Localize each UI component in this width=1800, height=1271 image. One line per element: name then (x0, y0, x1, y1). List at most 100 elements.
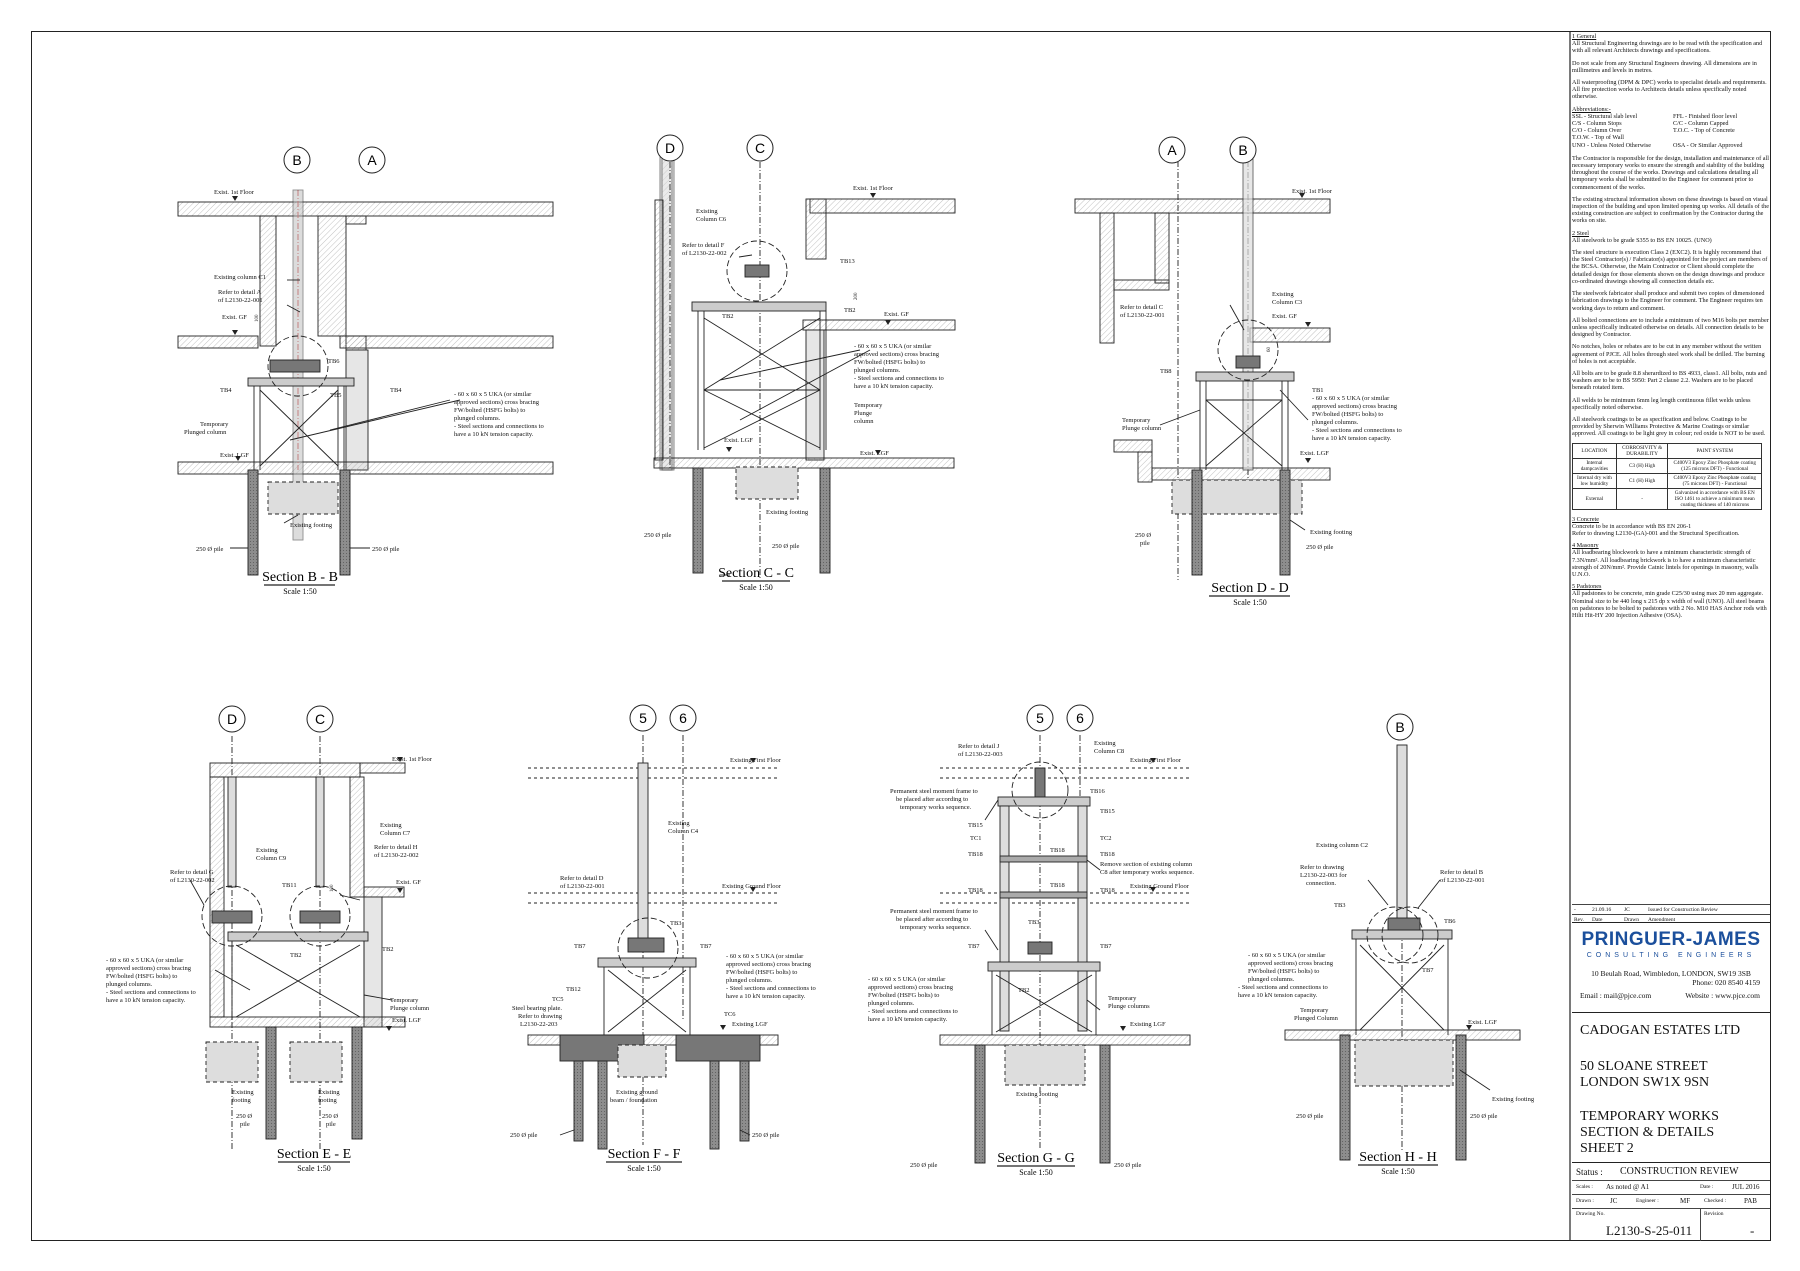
section-title-b: Section B - B (262, 570, 338, 585)
bracing-note-e: - 60 x 60 x 5 UKA (or similar approved s… (106, 957, 196, 1004)
note-text: All steelwork coatings to be as specific… (1572, 415, 1766, 438)
grid-bubble-5-2: 5 (1026, 704, 1054, 732)
svg-text:Exist. 1st Floor: Exist. 1st Floor (1292, 188, 1333, 195)
svg-text:TB2: TB2 (290, 952, 302, 959)
svg-text:Existing First Floor: Existing First Floor (1130, 757, 1182, 764)
svg-text:footing: footing (318, 1097, 338, 1104)
svg-text:TB18: TB18 (968, 887, 983, 894)
svg-text:Refer to detail B: Refer to detail B (1440, 869, 1484, 876)
title-block-status: Status : CONSTRUCTION REVIEW Scales : As… (1572, 1162, 1770, 1241)
svg-text:TB12: TB12 (566, 986, 581, 993)
svg-text:TC5: TC5 (552, 996, 564, 1003)
svg-text:5: 5 (1036, 710, 1044, 726)
svg-text:60: 60 (1267, 347, 1272, 353)
svg-text:Existing column C2: Existing column C2 (1316, 842, 1368, 849)
svg-text:TB6: TB6 (328, 358, 340, 365)
svg-text:250 Ø pile: 250 Ø pile (1306, 544, 1334, 551)
svg-text:Column C4: Column C4 (668, 828, 699, 835)
svg-text:TB5: TB5 (330, 392, 342, 399)
svg-text:C: C (755, 140, 765, 156)
svg-text:beam / foundation: beam / foundation (610, 1097, 658, 1104)
svg-text:Existing Ground Floor: Existing Ground Floor (1130, 883, 1190, 890)
svg-text:250 Ø: 250 Ø (1135, 532, 1151, 539)
section-g-g (939, 735, 1191, 1167)
svg-text:5: 5 (639, 710, 647, 726)
note-text: All welds to be minimum 6mm leg length c… (1572, 396, 1751, 411)
bracing-note-h: - 60 x 60 x 5 UKA (or similar approved s… (1238, 952, 1334, 999)
client-name: CADOGAN ESTATES LTD (1580, 1023, 1741, 1038)
svg-text:Refer to detail F: Refer to detail F (682, 242, 725, 249)
svg-text:- 60 x 60 x 5 UKA (or similar: - 60 x 60 x 5 UKA (or similar (726, 953, 804, 960)
svg-text:of L2130-22-002: of L2130-22-002 (374, 852, 419, 859)
svg-text:- Steel sections and connectio: - Steel sections and connections to (854, 375, 944, 382)
svg-text:- 60 x 60 x 5 UKA (or similar: - 60 x 60 x 5 UKA (or similar (1312, 395, 1390, 402)
svg-text:B: B (292, 152, 301, 168)
svg-text:Exist. GF: Exist. GF (222, 314, 247, 321)
svg-text:Existing footing: Existing footing (290, 522, 333, 529)
annotations: Exist. 1st Floor Existing column C1 Refe… (106, 185, 1535, 1169)
scales-value: As noted @ A1 (1606, 1183, 1650, 1191)
perm-frame-note-2: Permanent steel moment frame to be place… (890, 908, 978, 931)
section-f-f (527, 735, 780, 1163)
company-phone: Phone: 020 8540 4159 (1692, 978, 1760, 987)
note-text: All loadbearing blockwork to have a mini… (1572, 549, 1759, 578)
svg-text:Exist. LGF: Exist. LGF (1468, 1019, 1497, 1026)
svg-text:of L2130-22-001: of L2130-22-001 (218, 297, 263, 304)
svg-text:approved sections) cross braci: approved sections) cross bracing (454, 399, 540, 406)
svg-text:TB18: TB18 (1100, 887, 1115, 894)
svg-text:Existing: Existing (232, 1089, 254, 1096)
svg-text:FW/bolted (HSFG bolts) to: FW/bolted (HSFG bolts) to (1248, 968, 1319, 975)
svg-text:Refer to detail G: Refer to detail G (170, 869, 214, 876)
drawn-value: JC (1610, 1197, 1618, 1205)
svg-text:Column C9: Column C9 (256, 855, 286, 862)
svg-text:Exist. GF: Exist. GF (884, 311, 909, 318)
svg-text:pile: pile (326, 1121, 336, 1128)
svg-text:L2130-22-003 for: L2130-22-003 for (1300, 872, 1348, 879)
svg-text:FW/bolted (HSFG bolts) to: FW/bolted (HSFG bolts) to (854, 359, 925, 366)
svg-text:Exist. LGF: Exist. LGF (724, 437, 753, 444)
revision-table: - 21.09.16 JC Issued for Construction Re… (1572, 904, 1770, 924)
notes-heading-concrete: 3 Concrete (1572, 515, 1599, 523)
svg-text:Existing ground: Existing ground (616, 1089, 658, 1096)
date-value: JUL 2016 (1732, 1183, 1760, 1191)
note-text: The existing structural information show… (1572, 195, 1769, 225)
svg-text:Plunged Column: Plunged Column (1294, 1015, 1339, 1022)
note-text: The steelwork fabricator shall produce a… (1572, 290, 1765, 312)
svg-text:approved sections) cross braci: approved sections) cross bracing (1248, 960, 1334, 967)
svg-text:of L2130-22-001: of L2130-22-001 (1440, 877, 1485, 884)
section-title-f: Section F - F (608, 1147, 681, 1162)
svg-text:250 Ø pile: 250 Ø pile (1114, 1162, 1142, 1169)
svg-text:FW/bolted (HSFG bolts) to: FW/bolted (HSFG bolts) to (726, 969, 797, 976)
svg-text:250 Ø pile: 250 Ø pile (510, 1132, 538, 1139)
svg-text:of L2130-22-002: of L2130-22-002 (170, 877, 215, 884)
svg-text:TB8: TB8 (1160, 368, 1172, 375)
svg-text:TB18: TB18 (1050, 847, 1065, 854)
section-title-d: Section D - D (1211, 581, 1288, 596)
level-markers (232, 193, 1472, 1031)
svg-text:pile: pile (1140, 540, 1150, 547)
svg-text:Exist. LGF: Exist. LGF (1300, 450, 1329, 457)
svg-text:- Steel sections and connectio: - Steel sections and connections to (868, 1008, 958, 1015)
svg-text:approved sections) cross braci: approved sections) cross bracing (1312, 403, 1398, 410)
svg-text:100: 100 (255, 314, 260, 322)
checked-value: PAB (1744, 1197, 1757, 1205)
svg-text:footing: footing (232, 1097, 252, 1104)
bracing-note-g: - 60 x 60 x 5 UKA (or similar approved s… (868, 976, 958, 1023)
grid-bubble-a-2: A (1158, 136, 1186, 164)
svg-text:Existing First Floor: Existing First Floor (730, 757, 782, 764)
svg-text:of L2130-22-001: of L2130-22-001 (560, 883, 605, 890)
note-text: All steelwork to be grade S355 to BS EN … (1572, 236, 1712, 244)
notes-heading-general: 1 General (1572, 33, 1597, 40)
svg-text:L2130-22-203: L2130-22-203 (520, 1021, 558, 1028)
company-subtitle: CONSULTING ENGINEERS (1586, 952, 1756, 959)
svg-text:Existing column C1: Existing column C1 (214, 274, 266, 281)
svg-text:temporary works sequence.: temporary works sequence. (900, 804, 972, 811)
svg-text:TB16: TB16 (1090, 788, 1106, 795)
grid-bubble-d-1: D (656, 134, 684, 162)
svg-text:Refer to detail H: Refer to detail H (374, 844, 418, 851)
svg-text:B: B (1395, 719, 1404, 735)
svg-text:Refer to detail J: Refer to detail J (958, 743, 1000, 750)
svg-text:TC6: TC6 (724, 1011, 736, 1018)
svg-text:TC2: TC2 (1100, 835, 1112, 842)
svg-text:250 Ø pile: 250 Ø pile (772, 543, 800, 550)
